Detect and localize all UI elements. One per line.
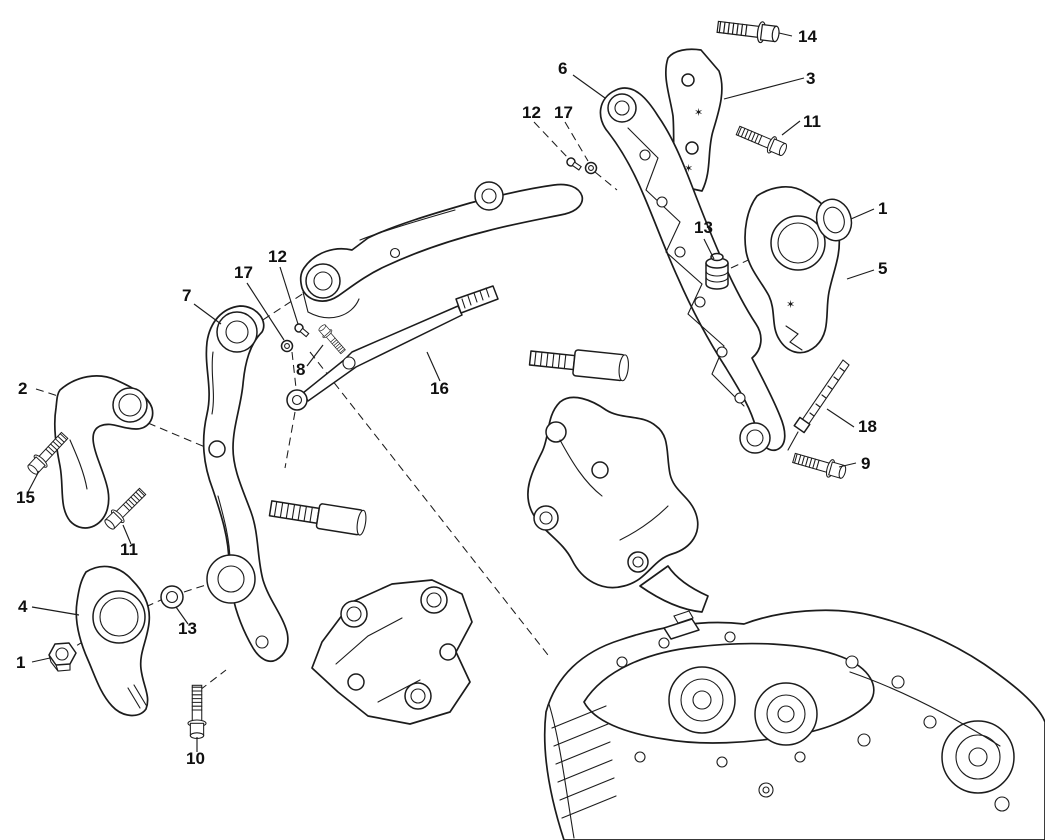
part-engine-mount-casting xyxy=(527,396,709,613)
callout-label-16: 16 xyxy=(430,379,449,398)
part-washer-17-top xyxy=(584,161,598,175)
part-mount-bracket xyxy=(311,579,473,725)
callout-label-12-left: 12 xyxy=(268,247,287,266)
part-damper-washer-left xyxy=(160,585,184,609)
part-rubber-damper-right xyxy=(705,252,729,290)
part-engine-block xyxy=(543,609,1045,840)
callout-labels: 14 3 11 6 12 17 1 5 13 18 9 2 7 17 12 8 … xyxy=(16,27,887,768)
callout-label-11-right: 11 xyxy=(803,112,821,131)
callout-label-5: 5 xyxy=(878,259,887,278)
callout-label-13-right: 13 xyxy=(694,218,713,237)
part-hook-bracket-left xyxy=(53,375,154,529)
callout-label-18: 18 xyxy=(858,417,877,436)
casting-mark-star: ✶ xyxy=(786,298,795,311)
callout-label-1-left: 1 xyxy=(16,653,25,672)
part-screw-12-top xyxy=(564,155,584,173)
callout-label-1-right: 1 xyxy=(878,199,887,218)
casting-mark-star: ✶ xyxy=(684,162,693,175)
part-bolt-8 xyxy=(316,322,348,356)
callout-label-3: 3 xyxy=(806,69,815,88)
part-bolt-11-right xyxy=(734,121,790,160)
part-screw-12-left xyxy=(292,321,311,339)
part-bolt-9 xyxy=(790,448,849,482)
callout-label-11-left: 11 xyxy=(120,540,138,559)
part-seal-ring-right xyxy=(815,198,853,242)
callout-label-12-top: 12 xyxy=(522,103,541,122)
part-frame-plate-right: ✶ xyxy=(744,186,841,354)
callout-label-17-top: 17 xyxy=(554,103,573,122)
part-bolt-10 xyxy=(187,684,207,740)
cooling-fins xyxy=(551,705,617,819)
leader-lines xyxy=(27,32,875,752)
part-cable-tie xyxy=(787,359,850,451)
part-bolt-14 xyxy=(715,15,781,46)
callout-label-14: 14 xyxy=(798,27,817,46)
part-spacer-stud-center xyxy=(528,349,629,382)
callout-label-17-left: 17 xyxy=(234,263,253,282)
callout-label-15: 15 xyxy=(16,488,35,507)
part-linkage-rod xyxy=(286,285,499,411)
callout-label-8: 8 xyxy=(296,360,305,379)
part-frame-plate-rear xyxy=(599,87,786,454)
callout-label-9: 9 xyxy=(861,454,870,473)
part-top-engine-mount-arm xyxy=(299,181,584,319)
callout-label-13-left: 13 xyxy=(178,619,197,638)
callout-label-2: 2 xyxy=(18,379,27,398)
part-nut-left xyxy=(48,642,77,672)
callout-label-4: 4 xyxy=(18,597,28,616)
part-frame-plate-lower-left xyxy=(75,565,151,717)
part-spacer-stud-left xyxy=(268,500,367,536)
part-frame-plate-left xyxy=(202,305,289,663)
callout-label-6: 6 xyxy=(558,59,567,78)
part-washer-17-left xyxy=(280,339,294,353)
casting-mark-star: ✶ xyxy=(694,106,703,119)
callout-label-10: 10 xyxy=(186,749,205,768)
callout-label-7: 7 xyxy=(182,286,191,305)
